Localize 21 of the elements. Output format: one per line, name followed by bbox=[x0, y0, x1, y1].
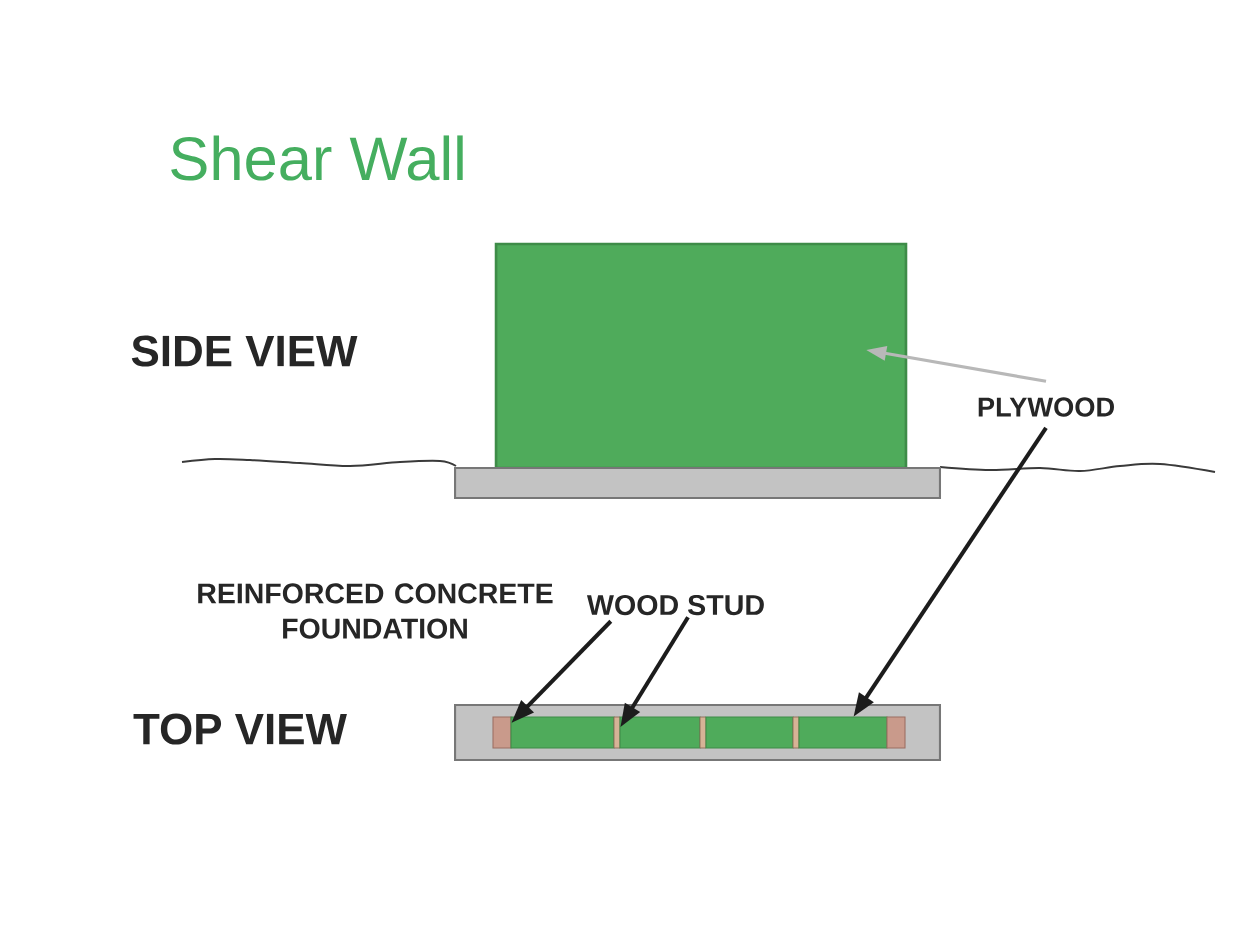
leader-arrow bbox=[866, 346, 1047, 383]
callout-label: WOOD STUD bbox=[586, 594, 764, 616]
title: Shear Wall bbox=[171, 135, 463, 181]
plywood-panel bbox=[619, 716, 701, 749]
foundation-slab bbox=[454, 466, 941, 500]
plywood-panel bbox=[494, 242, 908, 470]
leader-arrow bbox=[853, 426, 1048, 717]
plywood-panel bbox=[798, 716, 888, 749]
plywood-panel bbox=[510, 716, 615, 749]
view-label: SIDE VIEW bbox=[131, 335, 358, 367]
stud-block bbox=[613, 716, 621, 749]
stud-block bbox=[792, 716, 800, 749]
leader-arrow bbox=[620, 616, 690, 727]
note-text: REINFORCED CONCRETE FOUNDATION bbox=[198, 583, 553, 639]
plywood-panel bbox=[705, 716, 794, 749]
view-label: TOP VIEW bbox=[133, 713, 347, 745]
callout-label: PLYWOOD bbox=[978, 397, 1114, 417]
leader-arrow bbox=[511, 619, 613, 723]
stud-block bbox=[699, 716, 707, 749]
stud-block bbox=[886, 716, 906, 749]
stud-block bbox=[492, 716, 512, 749]
